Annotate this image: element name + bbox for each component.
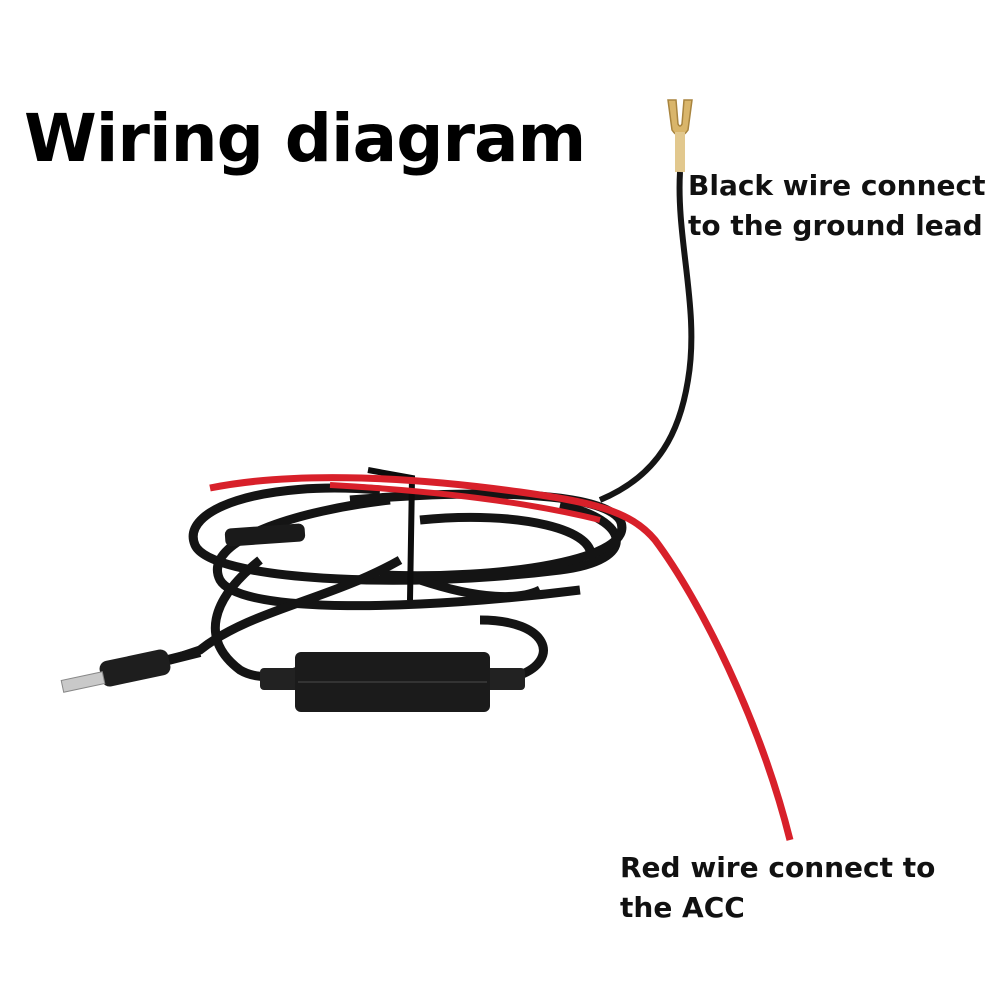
inline-connector [224,523,306,547]
diagram-title: Wiring diagram [24,100,586,177]
dc-plug [60,647,202,693]
coiled-black-cable [168,483,627,684]
black-ground-wire [598,171,695,503]
fork-terminal-icon [667,99,693,172]
red-acc-wire [209,474,794,841]
red-wire-label: Red wire connect to the ACC [620,851,936,924]
black-wire-label: Black wire connect to the ground lead [688,169,986,242]
converter-box [260,652,525,712]
